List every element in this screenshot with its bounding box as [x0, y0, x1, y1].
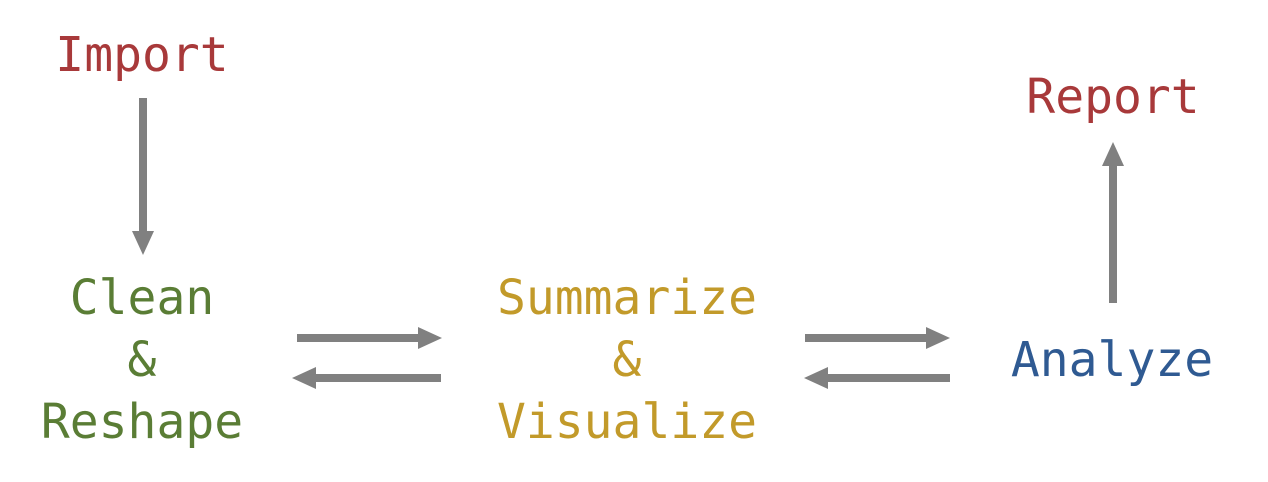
arrow-head: [132, 231, 154, 255]
arrow-head: [926, 327, 950, 349]
node-summarize-visualize: Summarize & Visualize: [497, 267, 757, 453]
node-clean-line1: Clean: [69, 270, 215, 326]
arrow-head: [418, 327, 442, 349]
arrow-clean-to-summarize: [297, 327, 442, 349]
node-import: Import: [55, 24, 228, 86]
arrow-analyze-to-summarize: [804, 367, 950, 389]
arrow-head: [292, 367, 316, 389]
node-clean-reshape: Clean & Reshape: [41, 267, 243, 453]
node-analyze: Analyze: [1011, 329, 1213, 391]
node-report-label: Report: [1026, 69, 1200, 125]
arrow-summarize-to-analyze: [805, 327, 950, 349]
arrow-import-to-clean: [132, 98, 154, 255]
node-clean-line2: &: [127, 332, 157, 388]
arrow-head: [1102, 142, 1124, 166]
node-summarize-line3: Visualize: [496, 394, 758, 450]
node-analyze-label: Analyze: [1010, 332, 1214, 388]
node-report: Report: [1026, 66, 1199, 128]
node-summarize-line1: Summarize: [496, 270, 758, 326]
arrow-head: [804, 367, 828, 389]
arrow-analyze-to-report: [1102, 142, 1124, 303]
node-clean-line3: Reshape: [40, 394, 244, 450]
node-summarize-line2: &: [612, 332, 642, 388]
arrow-summarize-to-clean: [292, 367, 441, 389]
node-import-label: Import: [55, 27, 229, 83]
